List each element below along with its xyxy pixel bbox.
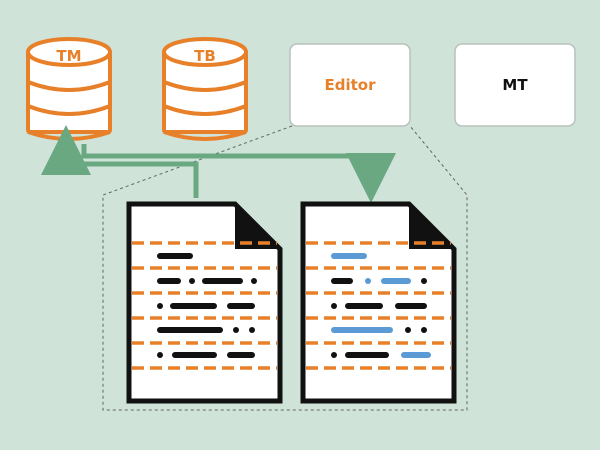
arrow-to-tm	[41, 125, 199, 198]
mt-box: MT	[454, 43, 576, 127]
tb-label: TB	[194, 47, 216, 65]
arrow-connectors	[41, 125, 396, 203]
editor-label: Editor	[325, 76, 377, 94]
zoom-outline	[102, 125, 468, 411]
target-document-icon	[300, 201, 457, 404]
tm-label: TM	[56, 47, 81, 65]
mt-label: MT	[502, 76, 528, 94]
editor-box: Editor	[289, 43, 411, 127]
arrow-to-target	[81, 144, 396, 203]
tb-database-icon: TB	[162, 37, 248, 141]
source-document-icon	[126, 201, 283, 404]
tm-database-icon: TM	[26, 37, 112, 141]
